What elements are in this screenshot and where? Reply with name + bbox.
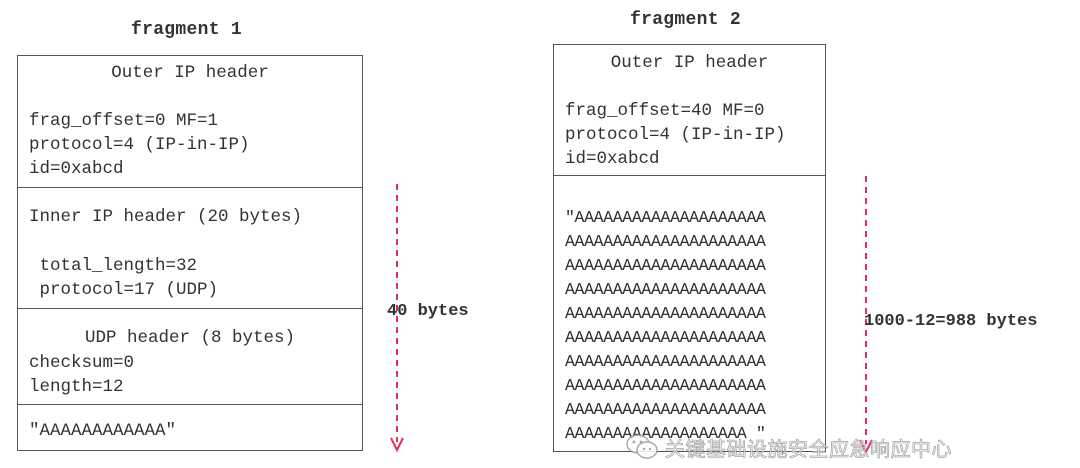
payload-line: AAAAAAAAAAAAAAAAAAAAA [565, 280, 766, 299]
udp-field: length=12 [29, 377, 124, 397]
outer-ip-field: id=0xabcd [565, 149, 660, 169]
udp-field: checksum=0 [29, 353, 135, 373]
fragment-1-size-arrow [390, 184, 404, 453]
fragment-2-outer-ip-header: Outer IP header frag_offset=40 MF=0 prot… [554, 45, 825, 175]
payload-line: AAAAAAAAAAAAAAAAAAAAA [565, 352, 766, 371]
outer-ip-field: id=0xabcd [29, 159, 124, 179]
outer-ip-field: frag_offset=40 MF=0 [565, 101, 765, 121]
fragment-1-payload: "AAAAAAAAAAAA" [18, 404, 362, 450]
watermark: 关键基础设施安全应急响应中心 [625, 430, 952, 464]
fragment-1-inner-ip-header: Inner IP header (20 bytes) total_length=… [18, 187, 362, 308]
fragment-2-box: Outer IP header frag_offset=40 MF=0 prot… [553, 44, 826, 452]
wechat-icon [626, 434, 658, 459]
payload-line: AAAAAAAAAAAAAAAAAAAAA [565, 304, 766, 323]
payload-line: AAAAAAAAAAAAAAAAAAAAA [565, 376, 766, 395]
inner-ip-field: total_length=32 [29, 256, 198, 276]
outer-ip-field: protocol=4 (IP-in-IP) [29, 135, 250, 155]
payload-line: AAAAAAAAAAAAAAAAAAAAA [565, 400, 766, 419]
udp-heading: UDP header (8 bytes) [84, 328, 296, 348]
inner-ip-heading: Inner IP header (20 bytes) [29, 207, 303, 227]
payload-line: AAAAAAAAAAAAAAAAAAAAA [565, 256, 766, 275]
payload-line: "AAAAAAAAAAAAAAAAAAAA [565, 208, 766, 227]
payload-line: AAAAAAAAAAAAAAAAAAAAA [565, 232, 766, 251]
fragment-2-payload: "AAAAAAAAAAAAAAAAAAAA AAAAAAAAAAAAAAAAAA… [554, 175, 825, 451]
outer-ip-field: frag_offset=0 MF=1 [29, 111, 219, 131]
fragment-1-outer-ip-header: Outer IP header frag_offset=0 MF=1 proto… [18, 56, 362, 187]
payload-text: "AAAAAAAAAAAA" [29, 421, 177, 441]
fragment-1-udp-header: UDP header (8 bytes) checksum=0 length=1… [18, 308, 362, 404]
outer-ip-field: protocol=4 (IP-in-IP) [565, 125, 786, 145]
fragment-2-size-arrow [859, 176, 873, 455]
fragment-2-size-label: 1000-12=988 bytes [864, 312, 1038, 331]
fragment-1-title: fragment 1 [131, 20, 243, 40]
fragment-1-size-label: 40 bytes [387, 302, 469, 321]
outer-ip-heading: Outer IP header [111, 63, 269, 83]
payload-line: AAAAAAAAAAAAAAAAAAAAA [565, 328, 766, 347]
payload-line: AAAAAAAAAAAAAAAAAAA " [565, 424, 766, 443]
fragment-1-box: Outer IP header frag_offset=0 MF=1 proto… [17, 55, 363, 451]
fragment-2-title: fragment 2 [630, 10, 742, 30]
inner-ip-field: protocol=17 (UDP) [29, 280, 219, 300]
outer-ip-heading: Outer IP header [610, 53, 769, 73]
watermark-text: 关键基础设施安全应急响应中心 [665, 436, 952, 461]
